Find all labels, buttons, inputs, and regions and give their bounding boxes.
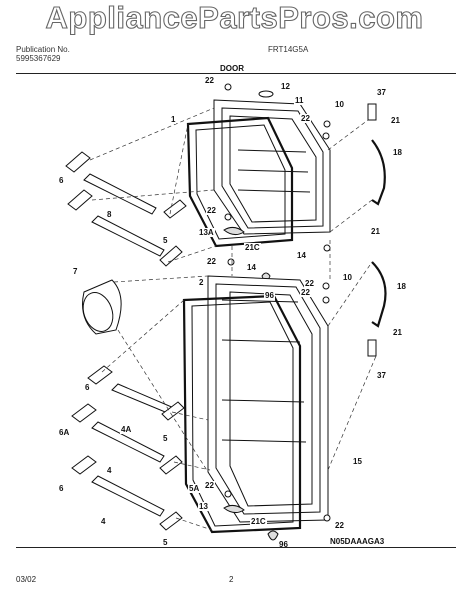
part-callout: 11 bbox=[294, 96, 305, 105]
part-callout: 22 bbox=[206, 206, 217, 215]
part-callout: 6 bbox=[58, 176, 65, 185]
freezer-door-gasket bbox=[186, 116, 294, 248]
footer-date: 03/02 bbox=[16, 575, 37, 584]
part-callout: 21 bbox=[370, 227, 381, 236]
part-callout: 5 bbox=[162, 434, 169, 443]
handle-trim-lower bbox=[367, 339, 377, 357]
part-callout: 22 bbox=[334, 521, 345, 530]
part-callout: 14 bbox=[296, 251, 307, 260]
fresh-food-shelf-bars bbox=[71, 365, 185, 531]
part-callout: 1 bbox=[170, 115, 177, 124]
part-callout: 96 bbox=[264, 291, 275, 300]
publication-number: 5995367629 bbox=[16, 54, 61, 63]
part-callout: 22 bbox=[300, 114, 311, 123]
part-callout: 2 bbox=[198, 278, 205, 287]
section-title: DOOR bbox=[220, 64, 244, 73]
part-callout: 4 bbox=[100, 517, 107, 526]
part-callout: 13 bbox=[198, 502, 209, 511]
part-callout: 15 bbox=[352, 457, 363, 466]
part-callout: 21 bbox=[392, 328, 403, 337]
freezer-handle bbox=[371, 139, 386, 206]
hinge-bracket-lower bbox=[223, 504, 245, 514]
part-callout: 6A bbox=[58, 428, 71, 437]
part-callout: 22 bbox=[206, 257, 217, 266]
part-callout: 5 bbox=[162, 538, 169, 547]
part-callout: 22 bbox=[304, 279, 315, 288]
part-callout: 21 bbox=[390, 116, 401, 125]
fresh-food-handle bbox=[371, 261, 387, 328]
model-number: FRT14G5A bbox=[268, 45, 309, 54]
part-callout: 22 bbox=[300, 288, 311, 297]
part-callout: 12 bbox=[280, 82, 291, 91]
part-callout: 18 bbox=[396, 282, 407, 291]
freezer-shelf-bars bbox=[65, 151, 187, 267]
part-callout: 6 bbox=[84, 383, 91, 392]
handle-trim bbox=[367, 103, 377, 121]
part-callout: 10 bbox=[334, 100, 345, 109]
part-callout: 6 bbox=[58, 484, 65, 493]
part-callout: 37 bbox=[376, 371, 387, 380]
part-callout: 37 bbox=[376, 88, 387, 97]
part-callout: 22 bbox=[204, 76, 215, 85]
part-callout: 21C bbox=[244, 243, 261, 252]
part-callout: 4A bbox=[120, 425, 133, 434]
diagram-code: N05DAAAGA3 bbox=[330, 537, 385, 546]
part-callout: 14 bbox=[246, 263, 257, 272]
publication-label: Publication No. bbox=[16, 45, 70, 54]
part-callout: 96 bbox=[278, 540, 289, 549]
part-callout: 7 bbox=[72, 267, 79, 276]
part-callout: 13A bbox=[198, 228, 215, 237]
part-callout: 5A bbox=[188, 484, 201, 493]
part-callout: 5 bbox=[162, 236, 169, 245]
footer-page: 2 bbox=[229, 575, 234, 584]
footer-rule bbox=[16, 547, 456, 548]
part-callout: 18 bbox=[392, 148, 403, 157]
part-callout: 8 bbox=[106, 210, 113, 219]
part-callout: 21C bbox=[250, 517, 267, 526]
part-callout: 10 bbox=[342, 273, 353, 282]
header-rule bbox=[16, 73, 456, 74]
watermark: AppliancePartsPros.com bbox=[45, 0, 424, 36]
hinge-cap bbox=[258, 90, 274, 98]
part-callout: 22 bbox=[204, 481, 215, 490]
part-callout: 4 bbox=[106, 466, 113, 475]
hinge-bracket-upper bbox=[223, 226, 245, 236]
